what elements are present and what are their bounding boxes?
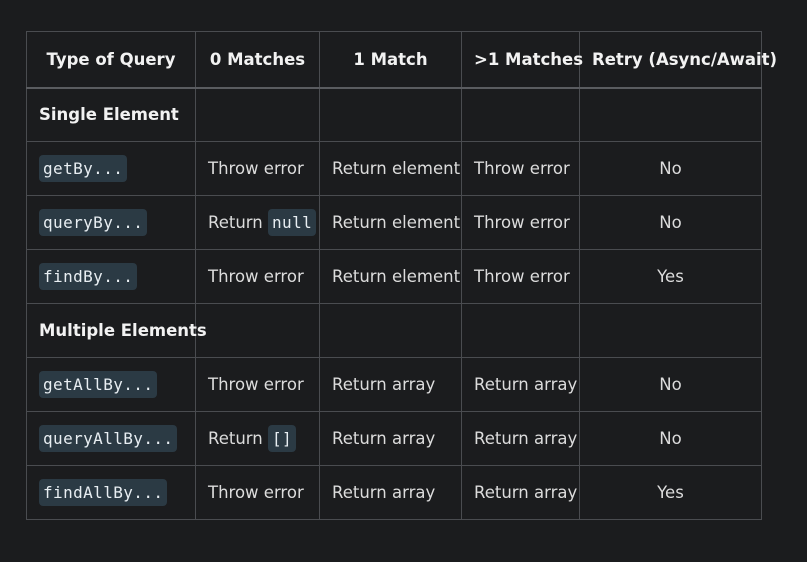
retry-cell: No [579, 195, 762, 250]
group-row-single: Single Element [26, 87, 762, 142]
table-row: queryAllBy... Return [] Return array Ret… [26, 411, 762, 466]
table-row: getAllBy... Throw error Return array Ret… [26, 357, 762, 412]
zero-matches-cell: Throw error [195, 141, 320, 196]
one-match-cell: Return array [319, 411, 462, 466]
query-code: getBy... [39, 155, 128, 182]
zero-matches-text: Throw error [208, 159, 304, 178]
header-one-match: 1 Match [319, 31, 462, 89]
one-match-cell: Return array [319, 357, 462, 412]
group-label-multiple: Multiple Elements [26, 303, 207, 358]
empty-cell [195, 87, 320, 142]
header-multiple-matches: >1 Matches [461, 31, 583, 89]
query-cell: queryAllBy... [26, 411, 196, 466]
many-matches-cell: Throw error [461, 249, 580, 304]
table-row: getBy... Throw error Return element Thro… [26, 141, 762, 196]
query-table-container: Type of Query 0 Matches 1 Match >1 Match… [26, 31, 777, 520]
zero-matches-text: Throw error [208, 483, 304, 502]
zero-matches-code: null [268, 209, 317, 236]
group-label-single: Single Element [26, 87, 196, 142]
query-code: getAllBy... [39, 371, 158, 398]
query-code: findAllBy... [39, 479, 168, 506]
query-cell: getBy... [26, 141, 196, 196]
many-matches-cell: Throw error [461, 195, 580, 250]
empty-cell [319, 303, 462, 358]
zero-matches-cell: Return [] [195, 411, 320, 466]
table-row: queryBy... Return null Return element Th… [26, 195, 762, 250]
retry-cell: Yes [579, 465, 762, 520]
table-row: findAllBy... Throw error Return array Re… [26, 465, 762, 520]
zero-matches-code: [] [268, 425, 297, 452]
zero-matches-text: Throw error [208, 375, 304, 394]
one-match-cell: Return array [319, 465, 462, 520]
many-matches-cell: Throw error [461, 141, 580, 196]
header-type-of-query: Type of Query [26, 31, 196, 89]
one-match-cell: Return element [319, 195, 462, 250]
empty-cell [579, 87, 762, 142]
empty-cell [195, 303, 320, 358]
header-retry: Retry (Async/Await) [579, 31, 777, 89]
zero-matches-text: Throw error [208, 267, 304, 286]
retry-cell: No [579, 357, 762, 412]
query-cell: findBy... [26, 249, 196, 304]
header-zero-matches: 0 Matches [195, 31, 320, 89]
zero-matches-cell: Throw error [195, 357, 320, 412]
table-header-row: Type of Query 0 Matches 1 Match >1 Match… [26, 31, 777, 89]
query-types-table: Type of Query 0 Matches 1 Match >1 Match… [26, 31, 777, 520]
many-matches-cell: Return array [461, 411, 580, 466]
zero-matches-cell: Throw error [195, 465, 320, 520]
query-code: queryBy... [39, 209, 148, 236]
one-match-cell: Return element [319, 141, 462, 196]
query-cell: queryBy... [26, 195, 196, 250]
many-matches-cell: Return array [461, 465, 580, 520]
empty-cell [319, 87, 462, 142]
group-row-multiple: Multiple Elements [26, 303, 762, 358]
zero-matches-cell: Throw error [195, 249, 320, 304]
one-match-cell: Return element [319, 249, 462, 304]
query-code: queryAllBy... [39, 425, 178, 452]
query-cell: getAllBy... [26, 357, 196, 412]
zero-matches-text: Return [208, 213, 263, 232]
retry-cell: No [579, 141, 762, 196]
empty-cell [461, 87, 580, 142]
retry-cell: Yes [579, 249, 762, 304]
zero-matches-text: Return [208, 429, 263, 448]
table-row: findBy... Throw error Return element Thr… [26, 249, 762, 304]
empty-cell [461, 303, 580, 358]
query-cell: findAllBy... [26, 465, 196, 520]
empty-cell [579, 303, 762, 358]
query-code: findBy... [39, 263, 138, 290]
many-matches-cell: Return array [461, 357, 580, 412]
zero-matches-cell: Return null [195, 195, 320, 250]
retry-cell: No [579, 411, 762, 466]
